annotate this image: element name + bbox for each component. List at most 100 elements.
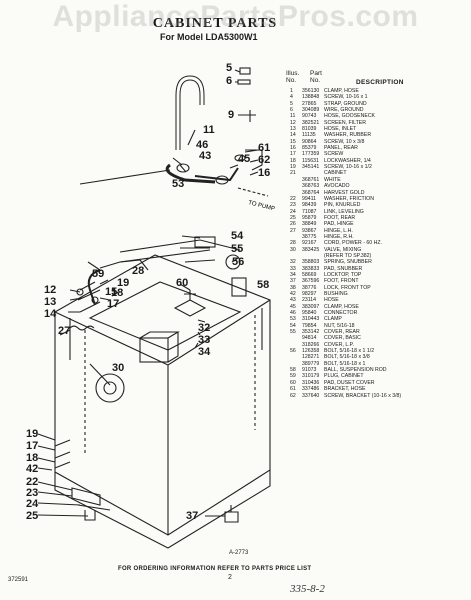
- part-number: 85379: [302, 145, 317, 152]
- callout-33: 33: [198, 334, 211, 346]
- to-pump-label: TO PUMP: [248, 200, 276, 212]
- illus-number: 11: [290, 113, 296, 120]
- callout-6: 6: [226, 75, 233, 87]
- illus-number: 62: [290, 392, 296, 399]
- part-description: HINGE, R.H.: [324, 233, 354, 240]
- handwritten-note: 335-8-2: [290, 583, 325, 595]
- part-description: PLUG, CABINET: [324, 373, 364, 380]
- callout-22: 22: [26, 476, 39, 488]
- part-description: CLAMP, HOSE: [324, 88, 359, 94]
- part-description: HOSE, INLET: [324, 126, 357, 133]
- part-description: HOSE: [324, 297, 339, 304]
- illus-number: 13: [290, 126, 296, 133]
- illus-number: 12: [290, 119, 296, 126]
- part-number: 383833: [302, 265, 320, 272]
- part-number: 79854: [302, 322, 317, 329]
- part-number: 91073: [302, 367, 317, 374]
- callout-17-lower: 17: [26, 440, 39, 452]
- part-description: PANEL, REAR: [324, 145, 358, 152]
- part-number: 382521: [302, 119, 320, 126]
- part-description: SCREW, 10-16 x 1/2: [324, 164, 372, 171]
- part-number: 177359: [302, 151, 320, 158]
- part-description: PAD, DUSET COVER: [324, 379, 375, 386]
- part-number: 11135: [302, 132, 316, 139]
- part-description: NUT, 5/16-18: [324, 322, 355, 329]
- part-number: 98439: [302, 202, 317, 209]
- part-description: HARVEST GOLD: [324, 189, 365, 196]
- illus-number: 5: [290, 100, 293, 107]
- illus-number: 38: [290, 284, 296, 291]
- illus-number: 17: [290, 151, 296, 158]
- part-description: WASHER, RUBBER: [324, 132, 372, 139]
- callout-60: 60: [176, 277, 189, 289]
- part-number: 58669: [302, 271, 317, 278]
- callout-58: 58: [257, 279, 270, 291]
- callout-16: 16: [258, 167, 271, 179]
- part-description: VALVE, MIXING: [324, 246, 362, 253]
- part-description: CONNECTOR: [324, 310, 358, 317]
- part-number: 310436: [302, 379, 320, 386]
- illus-number: 42: [290, 291, 296, 297]
- illus-number: 18: [290, 157, 296, 164]
- part-description: SCREW, 10 x 3/8: [324, 138, 365, 145]
- callout-13: 13: [44, 296, 57, 308]
- part-description: PAD, SNUBBER: [324, 265, 363, 272]
- part-description: BRACKET, HOSE: [324, 386, 366, 393]
- callout-56: 56: [232, 256, 245, 268]
- part-number: 27865: [302, 100, 317, 107]
- illus-number: 6: [290, 107, 293, 114]
- illus-number: 22: [290, 195, 296, 202]
- ordering-note: FOR ORDERING INFORMATION REFER TO PARTS …: [118, 566, 312, 572]
- illus-no-header: Illus.No.: [286, 70, 300, 84]
- part-description: CORD, POWER - 60 HZ.: [324, 240, 382, 247]
- part-number: 90864: [302, 138, 317, 145]
- part-number: 99411: [302, 195, 317, 202]
- callout-37: 37: [186, 510, 199, 522]
- part-description: PIN, KNURLED: [324, 202, 361, 209]
- part-description: BOLT, 5/16-18 x 1 1/2: [324, 348, 375, 355]
- part-description: SCREW, BRACKET (10-16 x 3/8): [324, 392, 402, 399]
- model-subtitle: For Model LDA5300W1: [160, 32, 258, 42]
- callout-27: 27: [58, 325, 71, 337]
- callout-62: 62: [258, 154, 271, 166]
- part-number: 95840: [302, 310, 317, 317]
- part-number: 337640: [302, 392, 320, 399]
- callout-17: 17: [107, 298, 120, 310]
- part-number: 23114: [302, 297, 317, 304]
- part-description: HOSE, GOOSENECK: [324, 113, 376, 120]
- illus-number: 45: [290, 303, 296, 310]
- part-number: 92167: [302, 240, 317, 247]
- part-description: LOCKWASHER, 1/4: [324, 157, 371, 164]
- callout-42: 42: [26, 463, 39, 475]
- part-number: 345141: [302, 164, 320, 171]
- callout-18: 18: [111, 287, 124, 299]
- illus-number: 21: [290, 170, 296, 177]
- part-description: WIRE, GROUND: [324, 107, 364, 114]
- part-description: BOLT, 5/16-18 x 1: [324, 360, 366, 367]
- callout-46: 46: [196, 139, 209, 151]
